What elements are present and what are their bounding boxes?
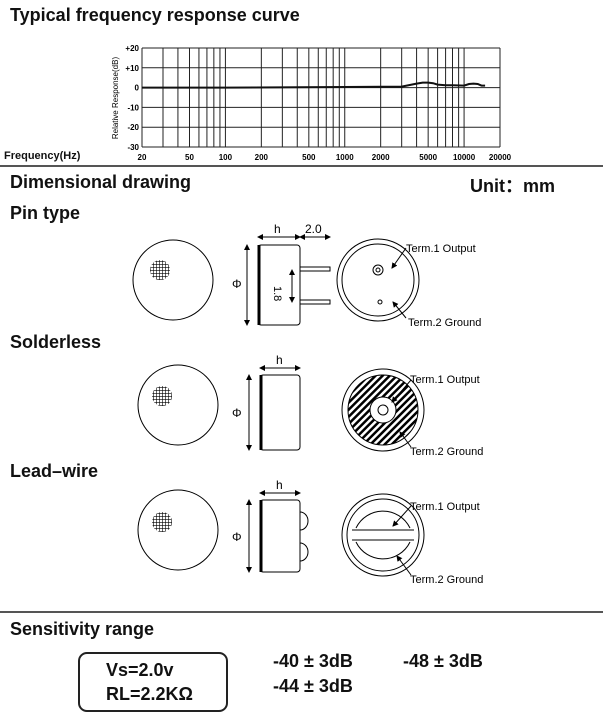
y-tick-label: -20: [127, 123, 139, 132]
solderless-term2: Term.2 Ground: [410, 446, 483, 458]
x-tick-label: 1000: [336, 153, 354, 162]
x-tick-label: 50: [185, 153, 194, 162]
lead-wire-back-view: [341, 493, 425, 577]
pin-h-dim: h: [274, 222, 281, 236]
response-curve: [142, 81, 486, 89]
solderless-label: Solderless: [10, 332, 102, 352]
y-tick-label: +10: [125, 64, 139, 73]
solderless-dia-dim: Φ: [232, 406, 242, 420]
x-tick-label: 500: [302, 153, 316, 162]
pin-type-front-view: [132, 239, 214, 321]
x-tick-label: 200: [255, 153, 269, 162]
x-tick-label: 5000: [419, 153, 437, 162]
x-tick-label: 20000: [489, 153, 512, 162]
chart-title: Typical frequency response curve: [10, 5, 300, 25]
solderless-back-view: [341, 368, 425, 452]
pin-length-dim: 2.0: [305, 222, 322, 236]
x-tick-label: 20: [138, 153, 147, 162]
pin-type-back-view: [336, 238, 420, 322]
dimensional-drawings: h 2.0 1.8 Φ Term.1 Output Term.2 Ground …: [132, 222, 483, 586]
lead-wire-side-view: [246, 490, 309, 573]
supply-voltage: Vs=2.0v: [106, 660, 174, 680]
sensitivity-value: -40 ± 3dB: [273, 651, 353, 671]
y-tick-label: -30: [127, 143, 139, 152]
frequency-response-chart: Relative Response(dB) 20 50 100 200 500 1000 2…: [111, 44, 512, 162]
lead-term2: Term.2 Ground: [410, 574, 483, 586]
solderless-term1: Term.1 Output: [410, 374, 480, 386]
x-tick-label: 10000: [453, 153, 476, 162]
sensitivity-heading: Sensitivity range: [10, 619, 155, 639]
conditions-box: Vs=2.0v RL=2.2KΩ: [78, 652, 228, 712]
pin-dia-dim: Φ: [232, 277, 242, 291]
x-axis-label: Frequency(Hz): [4, 150, 81, 162]
x-tick-label: 2000: [372, 153, 390, 162]
dimensional-heading: Dimensional drawing: [10, 172, 192, 192]
pin-term2: Term.2 Ground: [408, 317, 481, 329]
solderless-front-view: [137, 364, 219, 446]
solderless-h-dim: h: [276, 353, 283, 367]
divider: [0, 165, 603, 167]
solderless-side-view: [246, 365, 301, 451]
lead-dia-dim: Φ: [232, 530, 242, 544]
lead-wire-label: Lead–wire: [10, 461, 99, 481]
load-resistance: RL=2.2KΩ: [106, 684, 193, 704]
divider: [0, 611, 603, 613]
x-tick-label: 100: [219, 153, 233, 162]
pin-type-side-view: [244, 234, 331, 326]
sensitivity-value: -44 ± 3dB: [273, 676, 353, 696]
y-tick-label: +20: [125, 44, 139, 53]
y-axis-label: Relative Response(dB): [111, 57, 120, 140]
unit-label: Unit：mm: [470, 176, 555, 196]
y-tick-label: 0: [135, 84, 140, 93]
pin-pitch-dim: 1.8: [271, 286, 283, 301]
y-tick-label: -10: [127, 103, 139, 112]
pin-type-label: Pin type: [10, 203, 81, 223]
lead-term1: Term.1 Output: [410, 501, 480, 513]
sensitivity-value: -48 ± 3dB: [403, 651, 483, 671]
lead-h-dim: h: [276, 478, 283, 492]
pin-term1: Term.1 Output: [406, 243, 476, 255]
lead-wire-front-view: [137, 489, 219, 571]
